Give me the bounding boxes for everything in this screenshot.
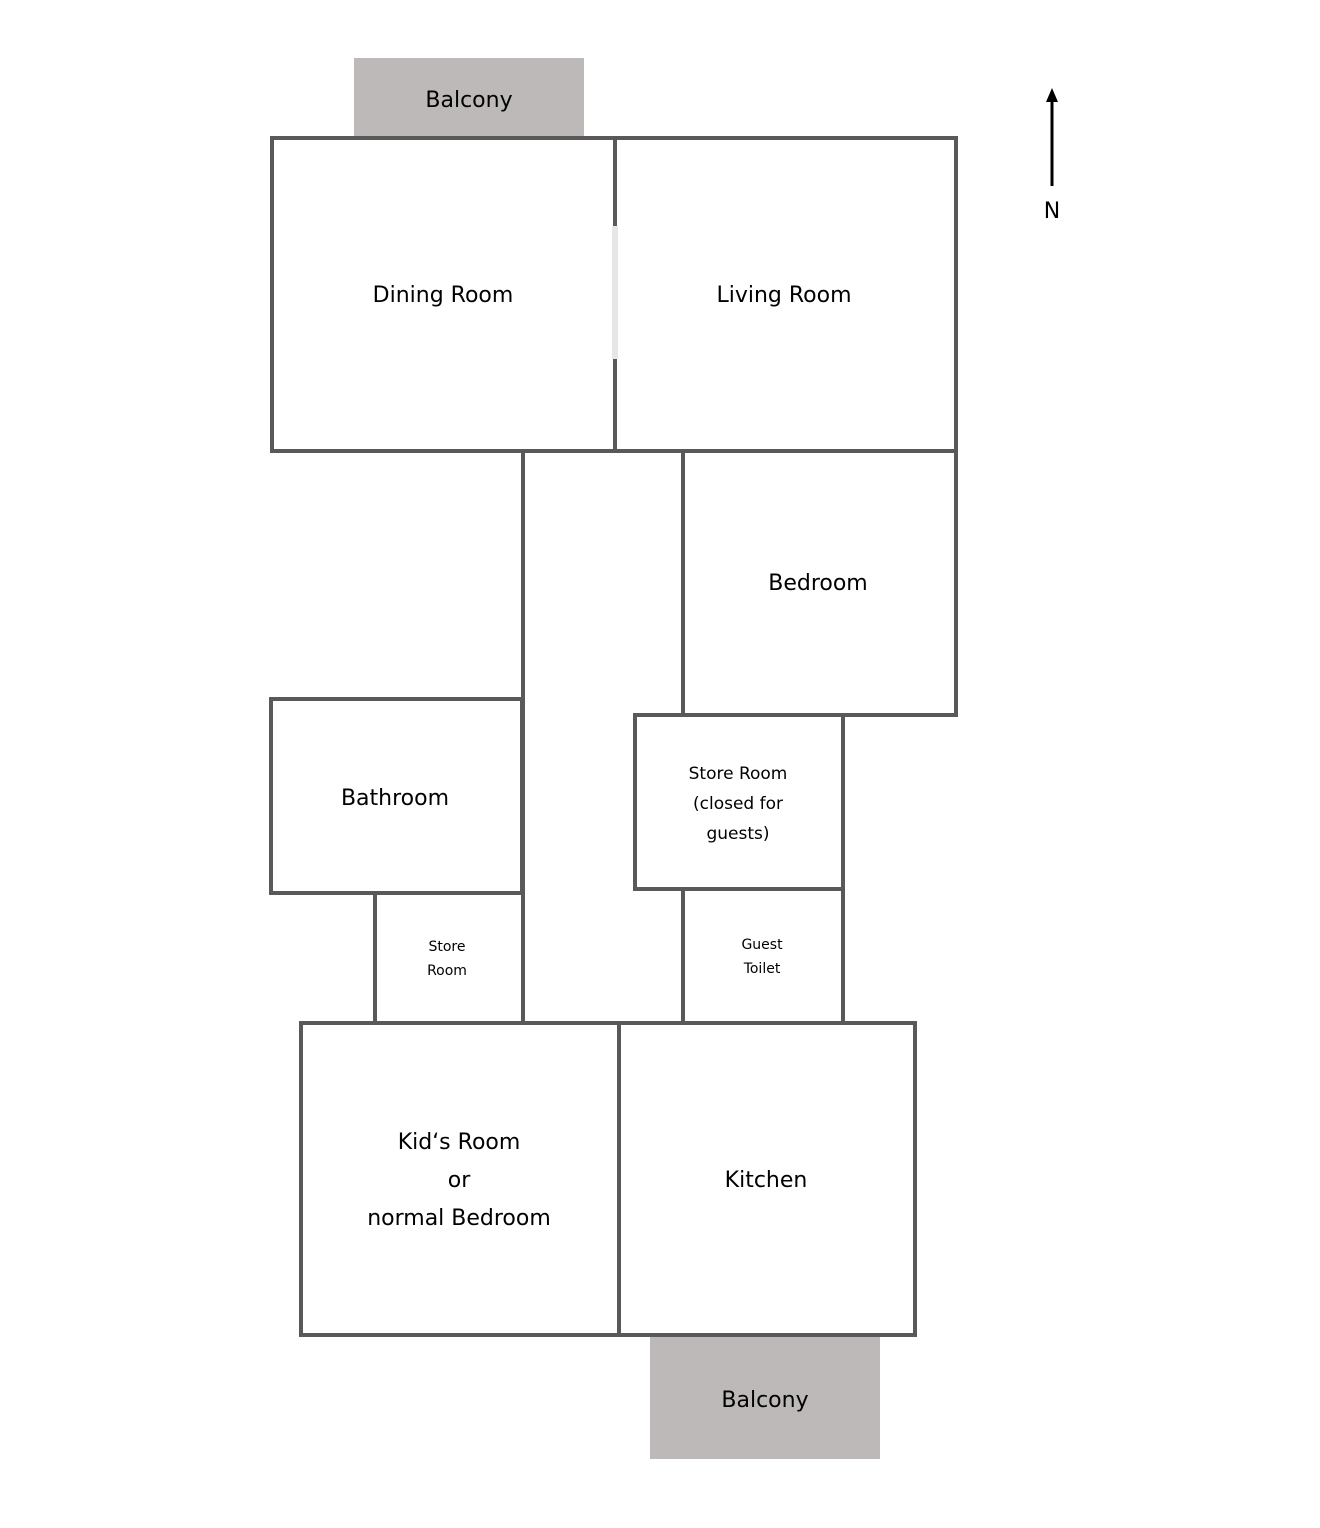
balcony-north xyxy=(354,58,584,138)
store-room-small-label-1: Store xyxy=(428,939,465,955)
guest-toilet-label-2: Toilet xyxy=(743,961,781,977)
kids-room xyxy=(299,1021,621,1337)
kids-room-label-2: or xyxy=(448,1168,471,1193)
guest-toilet-label-1: Guest xyxy=(741,937,783,953)
kitchen-label: Kitchen xyxy=(725,1168,808,1193)
bedroom xyxy=(681,449,958,717)
balcony-south-label: Balcony xyxy=(721,1388,808,1413)
bathroom-label: Bathroom xyxy=(341,786,449,811)
kids-room-label-3: normal Bedroom xyxy=(367,1206,551,1231)
compass-label: N xyxy=(1044,199,1060,224)
store-room-closed-label-3: guests) xyxy=(706,824,769,844)
bedroom-label: Bedroom xyxy=(768,571,868,596)
balcony-south xyxy=(650,1335,880,1459)
kids-room-label-1: Kid‘s Room xyxy=(398,1130,521,1155)
living-room xyxy=(613,136,958,453)
store-room-small-label-2: Room xyxy=(427,963,467,979)
balcony-north-label: Balcony xyxy=(425,88,512,113)
guest-toilet xyxy=(681,887,845,1025)
store-room-small xyxy=(373,891,525,1025)
store-room-closed-label-2: (closed for xyxy=(693,794,783,814)
bathroom xyxy=(269,697,524,895)
north-arrowhead-icon xyxy=(1046,88,1058,102)
store-room-closed-label-1: Store Room xyxy=(689,764,788,784)
living-room-label: Living Room xyxy=(716,283,851,308)
dining-living-opening xyxy=(612,226,618,359)
kitchen xyxy=(617,1021,917,1337)
store-room-closed xyxy=(633,713,845,891)
dining-room-label: Dining Room xyxy=(373,283,514,308)
